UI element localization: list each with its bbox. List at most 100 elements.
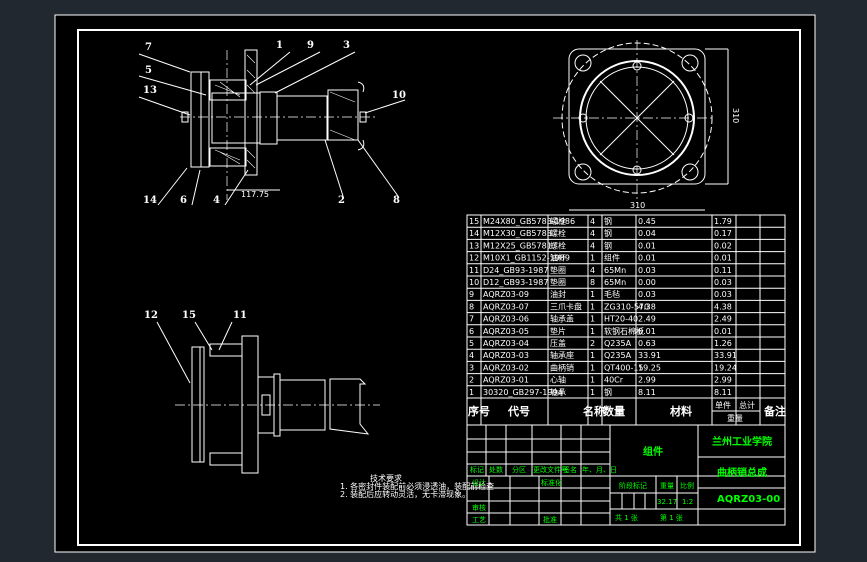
bom-cell-no: 7 bbox=[469, 315, 474, 324]
tech-notes-line-2: 2. 装配后应转动灵活，无卡滞现象。 bbox=[340, 489, 470, 499]
bom-cell-total: 2.99 bbox=[714, 376, 732, 385]
bom-cell-name: 曲柄销 bbox=[550, 362, 574, 372]
tb-sheet-no: 第 1 张 bbox=[660, 513, 683, 522]
tb-count: 处数 bbox=[489, 465, 503, 474]
bom-cell-name: 轴承 bbox=[550, 387, 566, 397]
sheet-outer-border bbox=[54, 14, 816, 553]
bom-cell-qty: 1 bbox=[590, 290, 595, 299]
bom-cell-code: AQRZ03-05 bbox=[483, 327, 529, 336]
bom-cell-code: 30320_GB297-1994 bbox=[483, 388, 563, 397]
bom-cell-code: AQRZ03-01 bbox=[483, 376, 529, 385]
tb-stage: 阶段标记 bbox=[619, 481, 647, 490]
callout-5: 5 bbox=[145, 65, 152, 76]
side-view: 12 15 11 技术要求 1. 各密封件装配前必须浸透油，装配前检查 2. 装… bbox=[144, 310, 494, 499]
bom-cell-no: 15 bbox=[469, 217, 479, 226]
bom-cell-total: 0.02 bbox=[714, 241, 732, 250]
callout-3: 3 bbox=[343, 40, 350, 51]
section-view: 117.75 bbox=[180, 49, 375, 200]
bom-cell-material: 毛毡 bbox=[604, 289, 620, 299]
tb-scale-value: 1:2 bbox=[682, 498, 693, 506]
bom-cell-material: HT20-40 bbox=[604, 315, 638, 324]
callout-11: 11 bbox=[233, 310, 247, 321]
bom-cell-no: 9 bbox=[469, 290, 474, 299]
bom-cell-code: AQRZ03-06 bbox=[483, 315, 529, 324]
bom-cell-material: Q235A bbox=[604, 351, 632, 360]
tb-process: 工艺 bbox=[472, 516, 486, 524]
bom-cell-total: 1.79 bbox=[714, 217, 732, 226]
bom-cell-total: 19.24 bbox=[714, 363, 737, 372]
bom-cell-qty: 2 bbox=[590, 339, 595, 348]
tb-scale: 比例 bbox=[680, 481, 694, 490]
callout-7: 7 bbox=[145, 42, 152, 53]
bom-cell-material: 钢 bbox=[604, 387, 612, 397]
bom-cell-unit: 0.45 bbox=[638, 217, 656, 226]
bom-header-weight: 重量 bbox=[727, 413, 743, 423]
bom-cell-code: M12X25_GB5781 bbox=[483, 241, 552, 250]
callout-14: 14 bbox=[143, 195, 157, 206]
bom-cell-unit: 0.03 bbox=[638, 290, 656, 299]
bom-cell-material: 钢 bbox=[604, 240, 612, 250]
bom-cell-no: 6 bbox=[469, 327, 474, 336]
bom-cell-name: 螺栓 bbox=[550, 228, 566, 238]
bom-header-material: 材料 bbox=[670, 404, 692, 418]
bom-cell-code: D24_GB93-1987 bbox=[483, 266, 548, 275]
callout-1: 1 bbox=[276, 40, 283, 51]
bom-cell-total: 8.11 bbox=[714, 388, 732, 397]
bom-cell-qty: 8 bbox=[590, 278, 595, 287]
callout-15: 15 bbox=[182, 310, 196, 321]
callout-2: 2 bbox=[338, 195, 345, 206]
bom-cell-unit: 4.38 bbox=[638, 302, 656, 311]
bom-cell-unit: 0.04 bbox=[638, 229, 656, 238]
bom-cell-code: M12X30_GB5783 bbox=[483, 229, 552, 238]
tb-zone: 分区 bbox=[512, 465, 526, 474]
bom-cell-qty: 1 bbox=[590, 376, 595, 385]
bom-cell-qty: 1 bbox=[590, 254, 595, 263]
tech-notes-title: 技术要求 bbox=[370, 473, 402, 483]
bom-header-qty: 数量 bbox=[603, 404, 625, 418]
bom-cell-name: 螺栓 bbox=[550, 216, 566, 226]
tb-design: 设计 bbox=[472, 478, 486, 487]
tb-date: 年、月、日 bbox=[582, 465, 617, 474]
tb-sign: 签名 bbox=[563, 465, 577, 474]
tb-assembly: 组件 bbox=[643, 445, 663, 458]
tb-standard: 标准化 bbox=[541, 478, 562, 487]
bom-cell-qty: 4 bbox=[590, 241, 595, 250]
bom-cell-no: 10 bbox=[469, 278, 479, 287]
bom-cell-material: 软钢石棉板 bbox=[604, 326, 644, 336]
bom-cell-material: 钢 bbox=[604, 228, 612, 238]
bom-cell-no: 11 bbox=[469, 266, 479, 275]
bom-cell-total: 0.01 bbox=[714, 254, 732, 263]
bom-cell-material: 组件 bbox=[604, 253, 620, 263]
bom-cell-name: 压盖 bbox=[550, 338, 566, 348]
bom-cell-unit: 2.49 bbox=[638, 315, 656, 324]
bom-cell-code: AQRZ03-09 bbox=[483, 290, 529, 299]
bom-cell-total: 4.38 bbox=[714, 302, 732, 311]
bom-cell-code: AQRZ03-03 bbox=[483, 351, 529, 360]
callout-10: 10 bbox=[392, 90, 406, 101]
bom-cell-no: 5 bbox=[469, 339, 474, 348]
bom-cell-no: 3 bbox=[469, 363, 474, 372]
bom-cell-name: 轴承座 bbox=[550, 350, 574, 360]
bom-cell-name: 油杯 bbox=[550, 253, 566, 263]
bom-cell-no: 1 bbox=[469, 388, 474, 397]
bom-cell-code: M10X1_GB1152-1989 bbox=[483, 254, 570, 263]
bom-header-code: 代号 bbox=[507, 404, 530, 418]
bom-cell-unit: 33.91 bbox=[638, 351, 661, 360]
title-block: 标记 处数 分区 更改文件号 签名 年、月、日 设计 标准化 审核 工艺 批准 … bbox=[466, 424, 786, 526]
callout-13: 13 bbox=[143, 85, 157, 96]
bom-cell-code: AQRZ03-02 bbox=[483, 363, 529, 372]
bom-cell-name: 三爪卡盘 bbox=[550, 301, 582, 311]
bom-cell-qty: 4 bbox=[590, 217, 595, 226]
bom-cell-material: 钢 bbox=[604, 216, 612, 226]
bom-cell-qty: 4 bbox=[590, 229, 595, 238]
